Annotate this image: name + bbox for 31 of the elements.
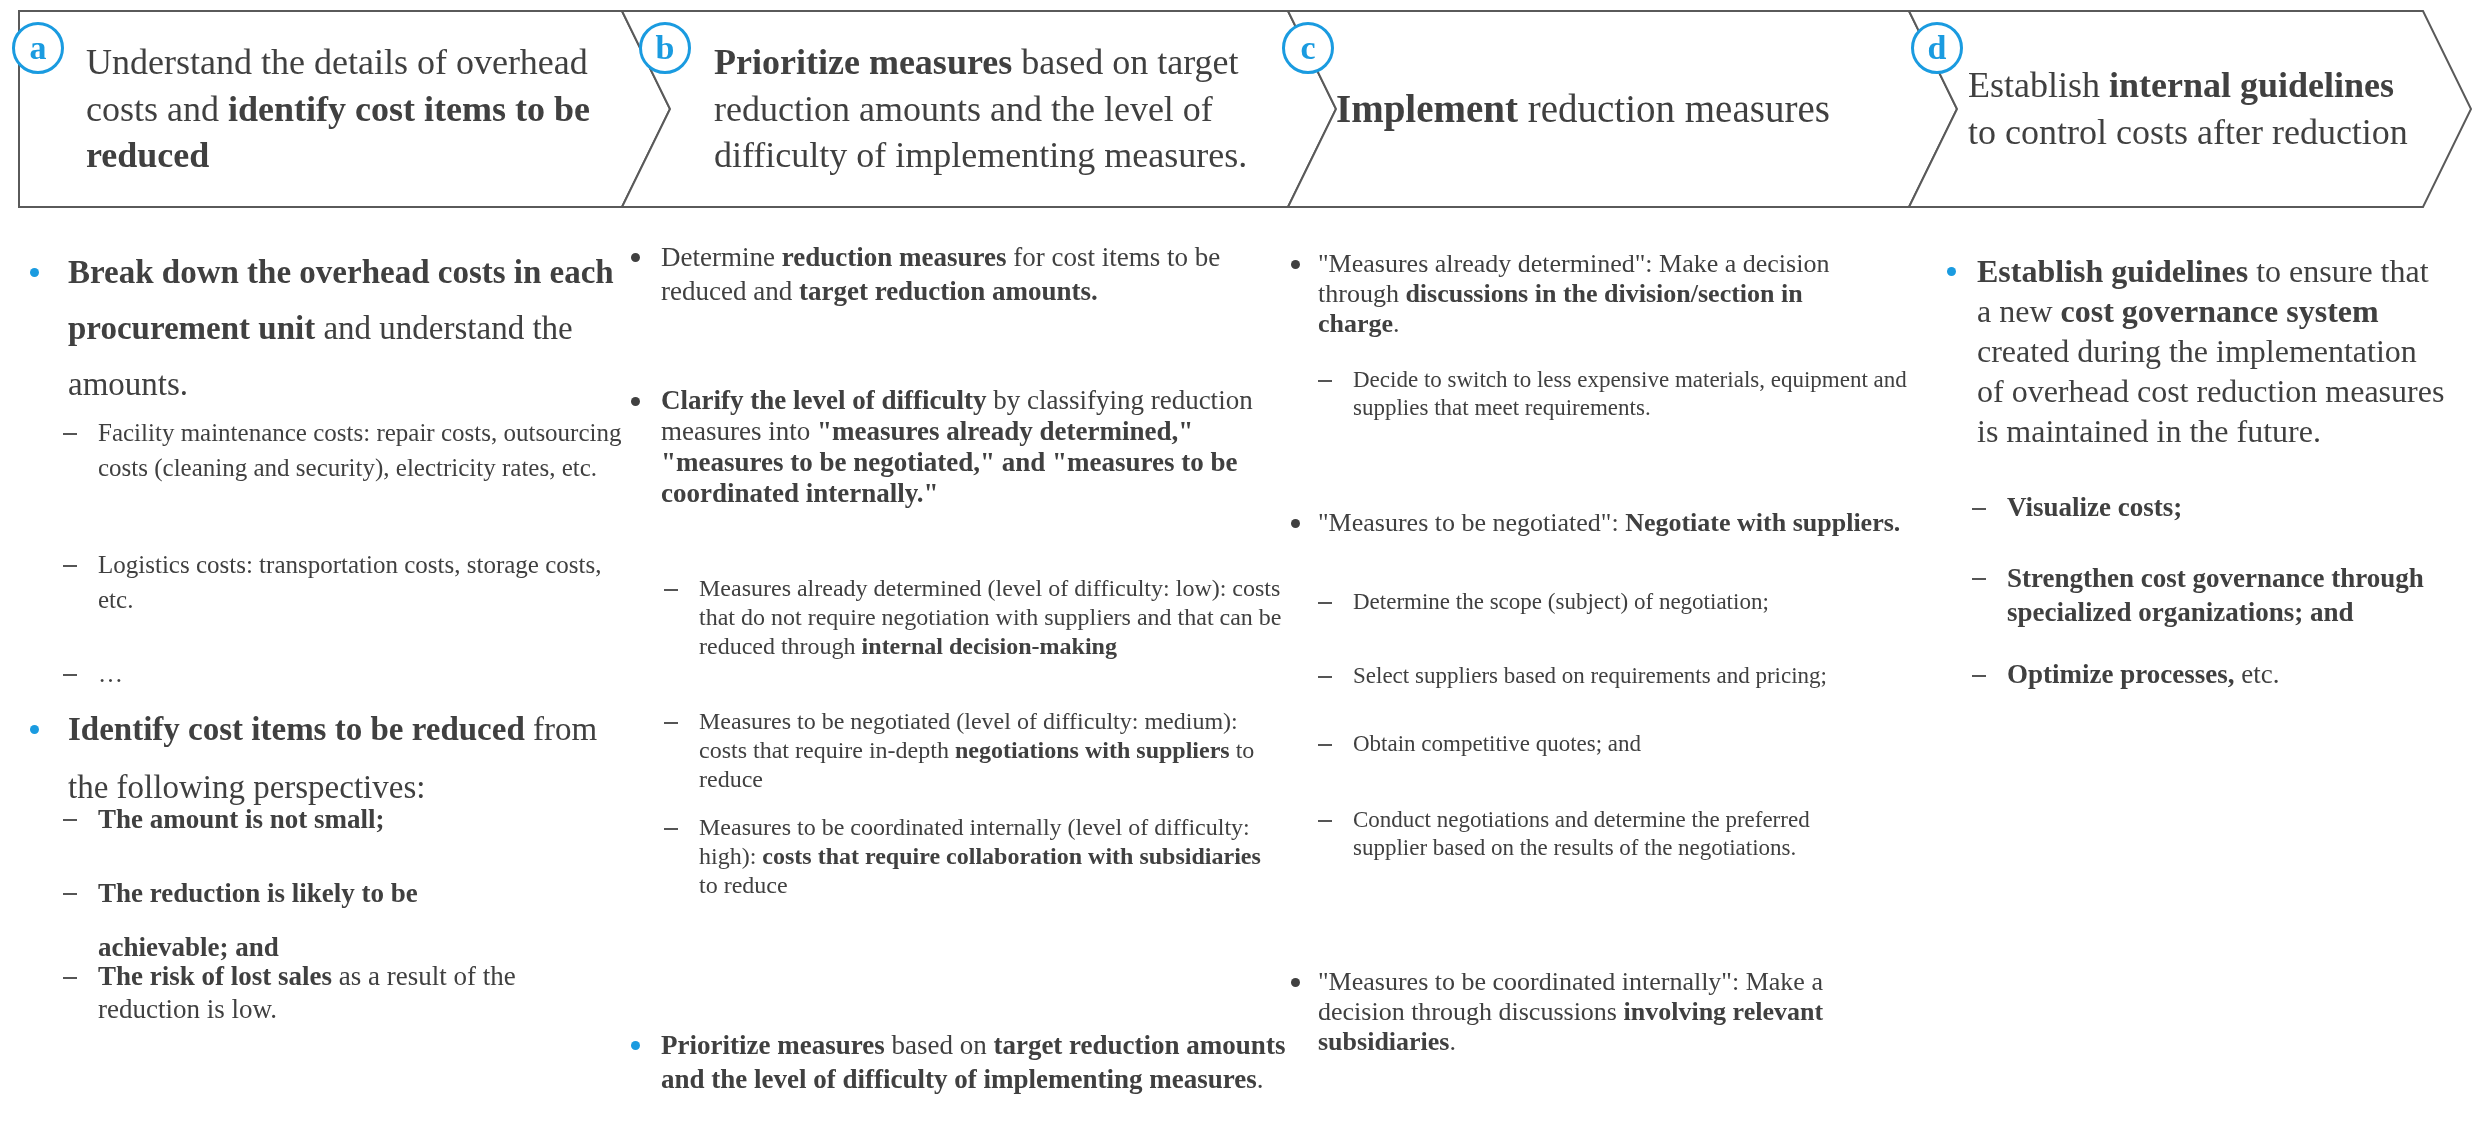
- bullet-point: "Measures already determined": Make a decision through discussions in the division/section in charge.: [1291, 249, 1851, 339]
- sub-point: Conduct negotiations and determine the preferred supplier based on the results of the negotiations.: [1318, 806, 1878, 862]
- sub-point: Strengthen cost governance through specialized organizations; and: [1972, 561, 2432, 629]
- sub-point: …: [63, 656, 623, 691]
- bullet-point: "Measures to be negotiated": Negotiate with suppliers.: [1291, 508, 1911, 538]
- sub-point: Logistics costs: transportation costs, storage costs, etc.: [63, 547, 623, 617]
- sub-point: Determine the scope (subject) of negotiation;: [1318, 588, 1928, 616]
- chevron-step: [1288, 11, 1957, 207]
- sub-point: Facility maintenance costs: repair costs, outsourcing costs (cleaning and security), electricity rates, etc.: [63, 415, 623, 485]
- bullet-point: Establish guidelines to ensure that a new cost governance system created during the implementation of overhead cost reduction measures is maintained in the future.: [1947, 251, 2447, 451]
- step-heading: Prioritize measures based on target reduction amounts and the level of difficulty of implementing measures.: [714, 40, 1249, 178]
- sub-point: Measures to be coordinated internally (level of difficulty: high): costs that require collaboration with subsidiaries to reduce: [664, 813, 1284, 900]
- step-heading: Implement reduction measures: [1336, 85, 1831, 133]
- step-letter-badge: a: [12, 22, 64, 74]
- bullet-point: Clarify the level of difficulty by classifying reduction measures into "measures already determined," "measures to be negotiated," and "measures to be coordinated internally.": [631, 385, 1271, 509]
- step-heading: Understand the details of overhead costs and identify cost items to be reduced: [86, 40, 591, 178]
- step-letter-badge: c: [1282, 22, 1334, 74]
- sub-point: Visualize costs;: [1972, 491, 2432, 524]
- step-letter-badge: d: [1911, 22, 1963, 74]
- sub-point: Obtain competitive quotes; and: [1318, 730, 1878, 758]
- step-heading: Establish internal guidelines to control costs after reduction: [1968, 64, 2409, 154]
- chevron-step: [622, 11, 1336, 207]
- step-letter-badge: b: [639, 22, 691, 74]
- sub-point: Decide to switch to less expensive materials, equipment and supplies that meet requirements.: [1318, 366, 1948, 422]
- sub-point: Select suppliers based on requirements and pricing;: [1318, 662, 1878, 690]
- sub-point: Optimize processes, etc.: [1972, 658, 2432, 691]
- sub-point: Measures to be negotiated (level of difficulty: medium): costs that require in-depth negotiations with suppliers to reduce: [664, 707, 1284, 794]
- bullet-point: Break down the overhead costs in each procurement unit and understand the amounts.: [30, 244, 630, 412]
- bullet-point: Determine reduction measures for cost items to be reduced and target reduction amounts.: [631, 240, 1231, 308]
- chevron-step: [1909, 11, 2471, 207]
- sub-point: Measures already determined (level of difficulty: low): costs that do not require negotiation with suppliers and that can be reduced through internal decision-making: [664, 574, 1284, 661]
